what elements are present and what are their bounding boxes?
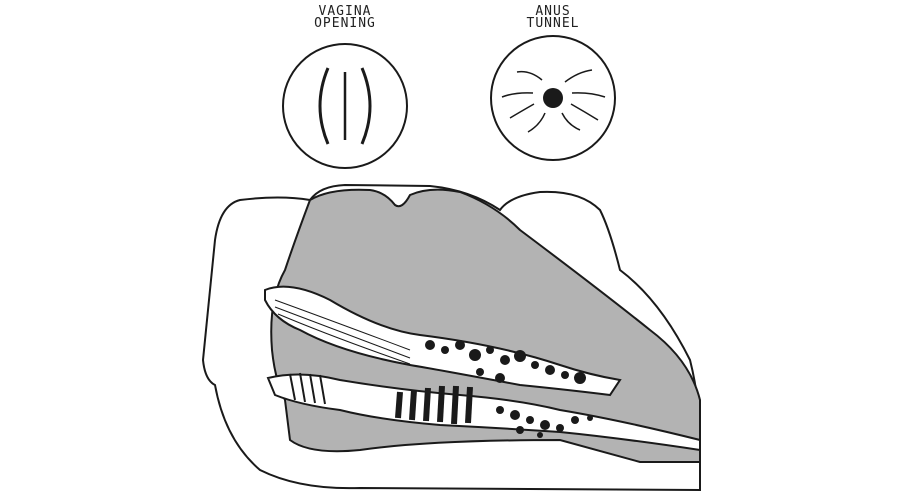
upper-channel [264, 285, 622, 397]
lower-channel [266, 372, 701, 452]
label-line: OPENING [314, 16, 376, 31]
label-line: TUNNEL [526, 16, 580, 31]
texture-dots [425, 340, 593, 438]
vagina-opening-label: VAGINA OPENING [275, 4, 415, 31]
label-line: VAGINA [318, 4, 372, 19]
anus-tunnel-icon [490, 35, 616, 161]
anus-tunnel-label: ANUS TUNNEL [483, 4, 623, 31]
label-line: ANUS [535, 4, 571, 19]
vagina-opening-icon [282, 43, 408, 169]
